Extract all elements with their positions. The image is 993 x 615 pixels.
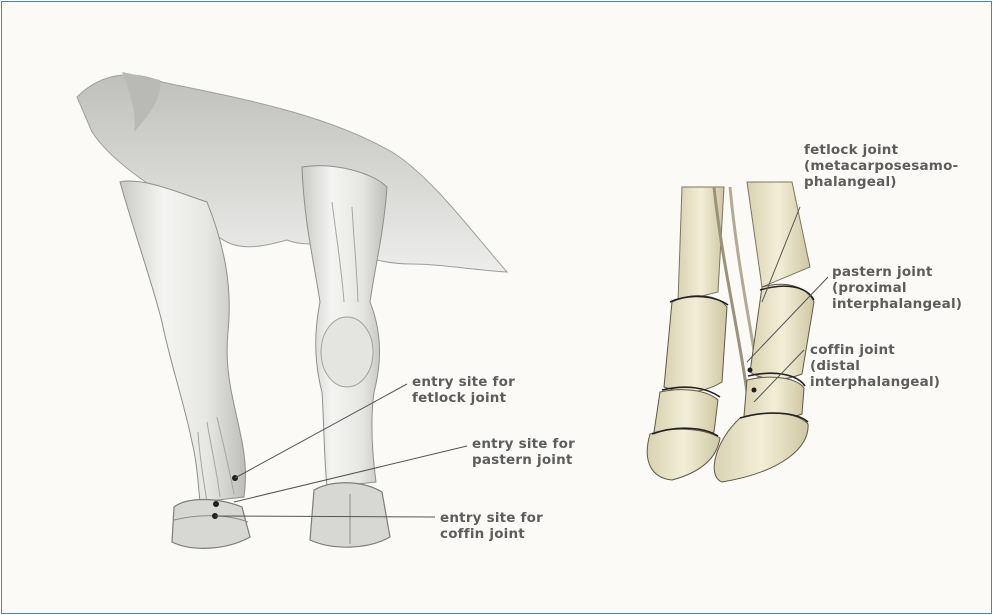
label-line: entry site for bbox=[412, 374, 515, 390]
label-line: (metacarposesamo- bbox=[804, 158, 958, 174]
fetlock-joint-label: fetlock joint (metacarposesamo- phalange… bbox=[804, 142, 958, 190]
pastern-joint-label: pastern joint (proximal interphalangeal) bbox=[832, 264, 962, 312]
label-line: coffin joint bbox=[440, 526, 543, 542]
label-line: fetlock joint bbox=[412, 390, 515, 406]
distal-limb-bones-drawing bbox=[647, 182, 814, 482]
label-line: (proximal bbox=[832, 280, 962, 296]
coffin-joint-label: coffin joint (distal interphalangeal) bbox=[810, 342, 940, 390]
label-line: phalangeal) bbox=[804, 174, 958, 190]
label-line: interphalangeal) bbox=[810, 374, 940, 390]
label-line: pastern joint bbox=[832, 264, 962, 280]
label-line: pastern joint bbox=[472, 452, 575, 468]
label-line: entry site for bbox=[472, 436, 575, 452]
pastern-entry-site-label: entry site for pastern joint bbox=[472, 436, 575, 468]
label-line: coffin joint bbox=[810, 342, 940, 358]
label-line: (distal bbox=[810, 358, 940, 374]
label-line: entry site for bbox=[440, 510, 543, 526]
fetlock-entry-site-label: entry site for fetlock joint bbox=[412, 374, 515, 406]
label-line: fetlock joint bbox=[804, 142, 958, 158]
label-line: interphalangeal) bbox=[832, 296, 962, 312]
horse-forelimbs-drawing bbox=[77, 72, 507, 548]
coffin-entry-site-label: entry site for coffin joint bbox=[440, 510, 543, 542]
